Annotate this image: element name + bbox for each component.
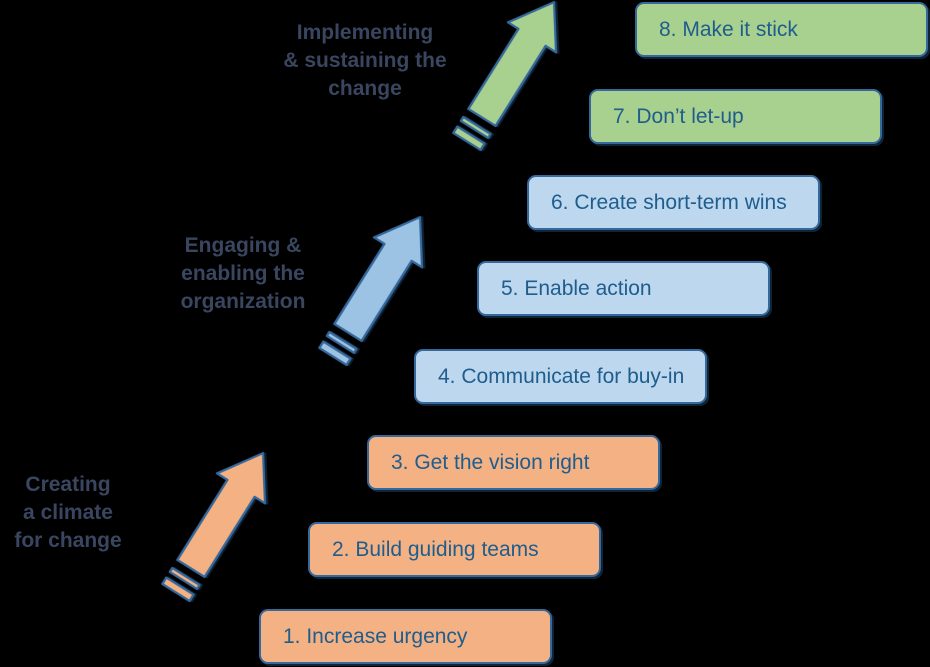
step-label: 1. Increase urgency (283, 624, 468, 648)
step-label: 2. Build guiding teams (332, 537, 539, 561)
phase-label-line: enabling the (181, 262, 305, 285)
step-box-4: 4. Communicate for buy-in (414, 349, 707, 404)
phase-label-creating-climate: Creating a climate for change (14, 471, 121, 555)
striped-up-right-arrow-icon (149, 433, 292, 610)
step-label: 7. Don’t let-up (613, 104, 744, 128)
step-box-3: 3. Get the vision right (367, 435, 660, 490)
striped-up-right-arrow-icon (306, 197, 449, 374)
phase-label-line: organization (180, 290, 306, 313)
striped-up-right-arrow-icon (440, 0, 583, 160)
step-box-7: 7. Don’t let-up (589, 89, 882, 144)
step-box-1: 1. Increase urgency (259, 609, 552, 664)
phase-label-line: Implementing (296, 21, 434, 44)
phase-label-line: & sustaining the (283, 49, 447, 72)
phase-label-line: Engaging & (184, 234, 302, 257)
step-label: 6. Create short-term wins (551, 190, 787, 214)
step-box-8: 8. Make it stick (635, 2, 928, 57)
step-box-2: 2. Build guiding teams (308, 522, 601, 577)
step-box-6: 6. Create short-term wins (527, 175, 820, 230)
phase-label-engaging-enabling: Engaging & enabling the organization (181, 232, 306, 316)
step-box-5: 5. Enable action (477, 261, 770, 316)
step-label: 4. Communicate for buy-in (438, 364, 685, 388)
phase-label-line: for change (14, 529, 122, 552)
phase-label-implementing-sustaining: Implementing & sustaining the change (283, 19, 446, 103)
step-label: 8. Make it stick (659, 17, 798, 41)
phase-label-line: change (328, 77, 402, 100)
step-label: 5. Enable action (501, 276, 652, 300)
phase-label-line: Creating (25, 473, 111, 496)
step-label: 3. Get the vision right (391, 450, 590, 474)
phase-label-line: a climate (23, 501, 113, 524)
